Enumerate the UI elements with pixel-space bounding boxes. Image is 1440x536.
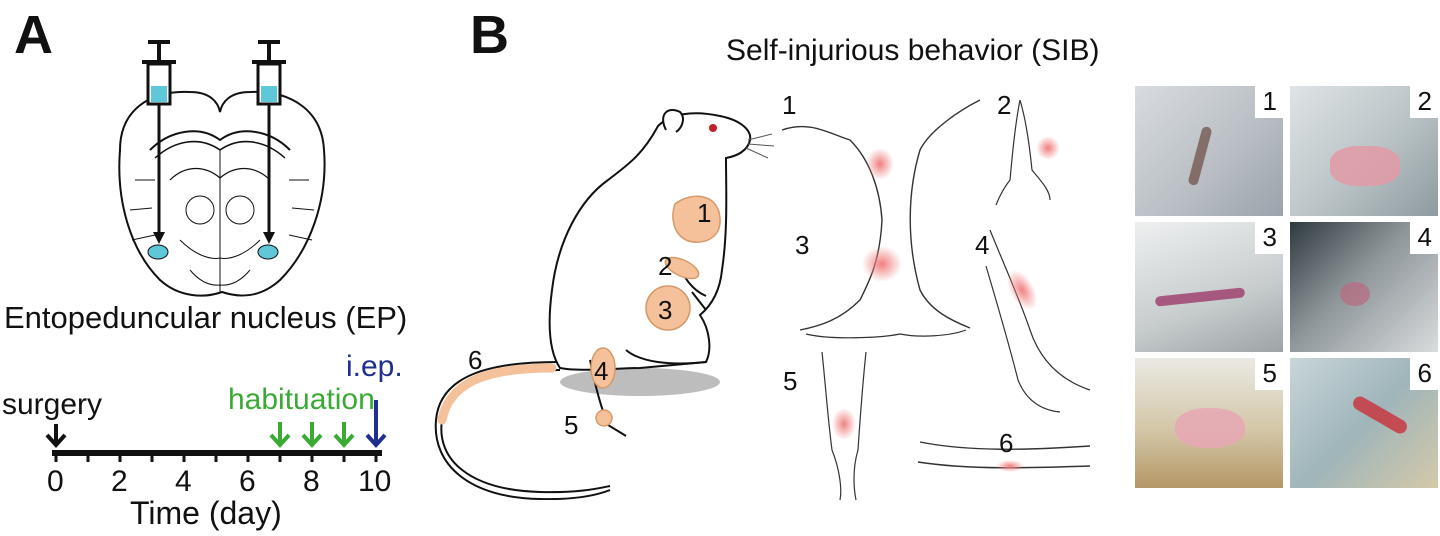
drawing-label: 5 bbox=[783, 366, 798, 396]
surgery-label: surgery bbox=[2, 388, 103, 421]
tick-label: 4 bbox=[175, 465, 192, 498]
photo-label: 6 bbox=[1409, 358, 1438, 390]
photo-site-1: 1 bbox=[1135, 86, 1283, 216]
right-ep-site bbox=[257, 244, 279, 260]
left-ep-site bbox=[147, 244, 169, 260]
photo-site-4: 4 bbox=[1290, 222, 1438, 352]
rat-site-label: 1 bbox=[697, 198, 712, 228]
photo-site-5: 5 bbox=[1135, 358, 1283, 488]
rat-site-label: 3 bbox=[658, 295, 673, 325]
rat-site-label: 5 bbox=[564, 410, 579, 440]
site-5-highlight bbox=[595, 409, 613, 427]
rat-illustration bbox=[434, 109, 775, 500]
lesion-drawings bbox=[781, 99, 1091, 501]
rat-site-label: 2 bbox=[658, 251, 673, 281]
ep-label: Entopeduncular nucleus (EP) bbox=[4, 300, 408, 335]
tick-label: 6 bbox=[239, 465, 256, 498]
sib-title: Self-injurious behavior (SIB) bbox=[726, 34, 1100, 67]
habituation-arrows bbox=[269, 422, 355, 448]
iep-label: i.ep. bbox=[346, 350, 403, 383]
rat-site-label: 6 bbox=[468, 345, 483, 375]
drawing-label: 3 bbox=[795, 230, 810, 260]
tick-label: 0 bbox=[47, 465, 64, 498]
time-axis-label: Time (day) bbox=[130, 495, 282, 531]
site-1-highlight bbox=[672, 195, 721, 243]
photo-site-3: 3 bbox=[1135, 222, 1283, 352]
photo-site-6: 6 bbox=[1290, 358, 1438, 488]
photo-label: 4 bbox=[1409, 222, 1438, 254]
drawing-label: 2 bbox=[997, 90, 1012, 120]
brain-coronal-section bbox=[118, 40, 326, 297]
panel-a-letter: A bbox=[14, 5, 53, 65]
drawing-label: 1 bbox=[782, 90, 797, 120]
panel-b-letter: B bbox=[470, 5, 509, 65]
rat-site-label: 4 bbox=[594, 356, 609, 386]
site-2-highlight bbox=[664, 256, 700, 280]
habituation-label: habituation bbox=[228, 383, 375, 416]
photo-label: 1 bbox=[1254, 86, 1283, 118]
iep-arrow bbox=[365, 400, 387, 448]
photo-label: 3 bbox=[1254, 222, 1283, 254]
right-syringe-icon bbox=[252, 40, 286, 244]
tick-label: 2 bbox=[111, 465, 128, 498]
timeline-axis bbox=[45, 400, 387, 462]
site-3-highlight bbox=[645, 285, 691, 331]
tick-label: 8 bbox=[303, 465, 320, 498]
photo-label: 5 bbox=[1254, 358, 1283, 390]
site-4-highlight bbox=[590, 347, 616, 389]
photo-site-2: 2 bbox=[1290, 86, 1438, 216]
drawing-label: 4 bbox=[975, 230, 990, 260]
photo-label: 2 bbox=[1409, 86, 1438, 118]
tick-label: 10 bbox=[358, 465, 392, 498]
surgery-arrow bbox=[45, 424, 67, 448]
left-syringe-icon bbox=[142, 40, 176, 244]
drawing-label: 6 bbox=[999, 428, 1014, 458]
